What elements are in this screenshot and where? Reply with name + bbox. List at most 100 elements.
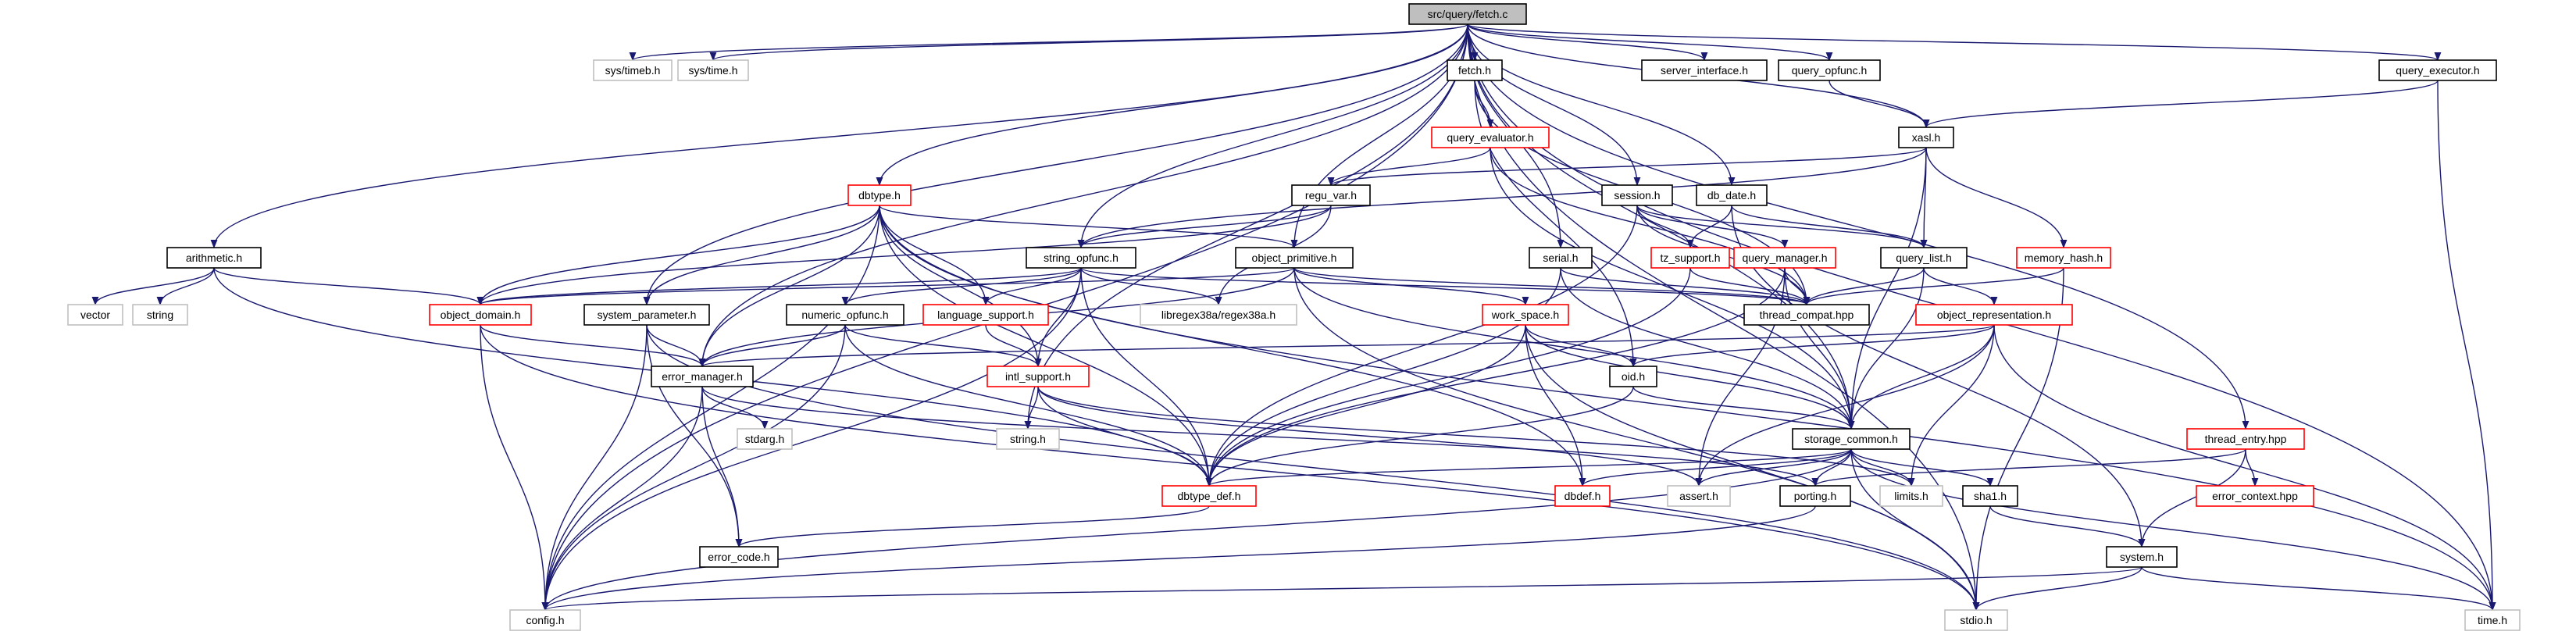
node-numeric-opfunc-h[interactable]: numeric_opfunc.h (786, 304, 904, 326)
edge-xasl_h-to-regu_var_h (1327, 147, 1927, 187)
node-string: string (132, 304, 188, 326)
edge-arithmetic_h-to-string (156, 267, 215, 306)
node-memory-hash-h[interactable]: memory_hash.h (2016, 247, 2111, 269)
node-regu-var-h[interactable]: regu_var.h (1291, 184, 1371, 206)
node-box (583, 304, 710, 326)
edge-fetch_c-to-system_parameter_h (643, 23, 1468, 306)
node-dbtype-h[interactable]: dbtype.h (847, 184, 912, 206)
node-server-interface-h[interactable]: server_interface.h (1641, 59, 1768, 81)
node-label: arithmetic.h (186, 252, 242, 264)
edge-storage_common_h-to-config_h (541, 448, 1852, 612)
node-box (2378, 59, 2497, 81)
node-label: tz_support.h (1660, 252, 1720, 264)
node-label: work_space.h (1491, 309, 1559, 321)
edges-layer (91, 23, 2496, 612)
edge-query_opfunc_h-to-xasl_h (1829, 80, 1930, 129)
node-label: error_context.hpp (2212, 490, 2298, 502)
node-label: regu_var.h (1305, 189, 1357, 202)
node-label: object_representation.h (1937, 309, 2051, 321)
node-label: system_parameter.h (598, 309, 697, 321)
node-system-parameter-h[interactable]: system_parameter.h (583, 304, 710, 326)
edge-query_list_h-to-object_representation_h (1923, 267, 1998, 306)
node-query-executor-h[interactable]: query_executor.h (2378, 59, 2497, 81)
node-box (2464, 609, 2521, 631)
node-db-date-h[interactable]: db_date.h (1696, 184, 1768, 206)
edge-fetch_c-to-session_h (1467, 23, 1641, 187)
node-box (166, 247, 262, 269)
node-arithmetic-h[interactable]: arithmetic.h (166, 247, 262, 269)
edge-storage_common_h-to-assert_h (1695, 448, 1852, 487)
node-label: intl_support.h (1005, 370, 1071, 383)
node-object-primitive-h[interactable]: object_primitive.h (1235, 247, 1354, 269)
node-fetch-h[interactable]: fetch.h (1447, 59, 1503, 81)
node-box (651, 366, 754, 387)
node-box (677, 59, 749, 81)
edge-fetch_c-to-string_opfunc_h (1077, 23, 1468, 249)
edge-thread_entry_hpp-to-system_h (2138, 448, 2246, 548)
node-box (1235, 247, 1354, 269)
edge-object_representation_h-to-storage_common_h (1847, 324, 1995, 430)
node-xasl-h[interactable]: xasl.h (1898, 127, 1954, 148)
node-limits-h: limits.h (1879, 485, 1943, 507)
node-box (1641, 59, 1768, 81)
node-sha1-h[interactable]: sha1.h (1962, 485, 2018, 507)
node-work-space-h[interactable]: work_space.h (1482, 304, 1569, 326)
edge-numeric_opfunc_h-to-config_h (541, 324, 846, 612)
node-intl-support-h[interactable]: intl_support.h (987, 366, 1090, 387)
node-session-h[interactable]: session.h (1601, 184, 1673, 206)
edge-error_manager_h-to-config_h (541, 386, 703, 612)
node-label: vector (80, 309, 110, 321)
edge-string_opfunc_h-to-config_h (541, 267, 1082, 612)
edge-xasl_h-to-memory_hash_h (1925, 147, 2068, 249)
node-label: session.h (1614, 189, 1660, 202)
node-query-list-h[interactable]: query_list.h (1880, 247, 1968, 269)
edge-object_domain_h-to-error_manager_h (480, 324, 706, 368)
edge-fetch_c-to-thread_entry_hpp (1467, 23, 2250, 430)
node-box (1431, 127, 1550, 148)
edge-oid_h-to-storage_common_h (1632, 386, 1855, 430)
node-box (1601, 184, 1673, 206)
edge-numeric_opfunc_h-to-error_manager_h (698, 324, 846, 368)
node-oid-h[interactable]: oid.h (1609, 366, 1657, 387)
node-box (996, 428, 1060, 450)
edge-system_parameter_h-to-error_code_h (646, 324, 743, 548)
node-porting-h[interactable]: porting.h (1779, 485, 1851, 507)
node-language-support-h[interactable]: language_support.h (922, 304, 1049, 326)
node-query-evaluator-h[interactable]: query_evaluator.h (1431, 127, 1550, 148)
node-error-context-hpp[interactable]: error_context.hpp (2196, 485, 2314, 507)
node-object-representation-h[interactable]: object_representation.h (1915, 304, 2073, 326)
node-fetch-c[interactable]: src/query/fetch.c (1408, 3, 1527, 25)
node-dbtype-def-h[interactable]: dbtype_def.h (1161, 485, 1257, 507)
edge-query_manager_h-to-storage_common_h (1784, 267, 1855, 430)
edge-dbtype_h-to-object_primitive_h (879, 205, 1298, 249)
edge-arithmetic_h-to-object_domain_h (213, 267, 484, 306)
edge-intl_support_h-to-limits_h (1037, 386, 1915, 487)
node-error-manager-h[interactable]: error_manager.h (651, 366, 754, 387)
node-label: dbdef.h (1565, 490, 1601, 502)
node-query-opfunc-h[interactable]: query_opfunc.h (1778, 59, 1881, 81)
node-error-code-h[interactable]: error_code.h (699, 546, 779, 568)
node-thread-compat-hpp[interactable]: thread_compat.hpp (1743, 304, 1870, 326)
node-serial-h[interactable]: serial.h (1529, 247, 1593, 269)
node-thread-entry-hpp[interactable]: thread_entry.hpp (2186, 428, 2305, 450)
edge-fetch_c-to-db_date_h (1467, 23, 1736, 187)
edge-string_opfunc_h-to-libregex38a_h (1080, 267, 1222, 306)
node-label: system.h (2120, 551, 2164, 563)
node-query-manager-h[interactable]: query_manager.h (1733, 247, 1836, 269)
node-system-h[interactable]: system.h (2106, 546, 2178, 568)
node-label: sha1.h (1974, 490, 2007, 502)
edge-fetch_c-to-sys_timeb_h (629, 23, 1468, 62)
node-string-opfunc-h[interactable]: string_opfunc.h (1026, 247, 1136, 269)
edge-string_opfunc_h-to-object_domain_h (476, 267, 1082, 306)
node-dbdef-h[interactable]: dbdef.h (1554, 485, 1611, 507)
node-label: time.h (2478, 614, 2507, 626)
node-tz-support-h[interactable]: tz_support.h (1650, 247, 1730, 269)
edge-session_h-to-dbtype_def_h (1205, 205, 1638, 487)
node-box (922, 304, 1049, 326)
node-storage-common-h[interactable]: storage_common.h (1792, 428, 1911, 450)
edge-intl_support_h-to-string_h (1024, 386, 1039, 430)
node-box (1140, 304, 1297, 326)
edge-session_h-to-tz_support_h (1636, 205, 1694, 249)
edge-error_manager_h-to-error_code_h (701, 386, 743, 548)
node-object-domain-h[interactable]: object_domain.h (429, 304, 532, 326)
